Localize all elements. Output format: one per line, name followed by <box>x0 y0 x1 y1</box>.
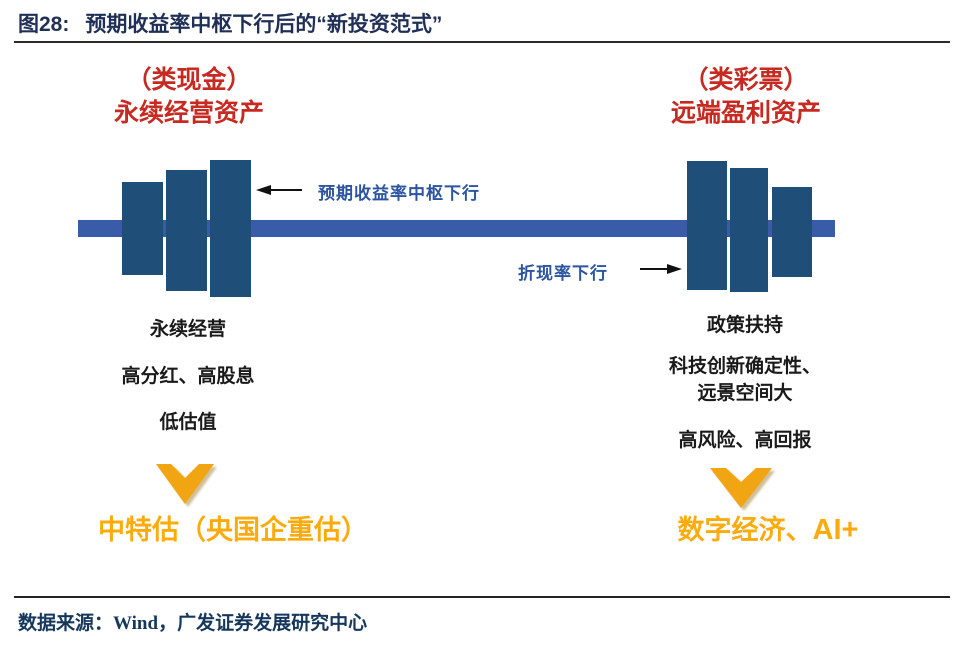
right-conclusion: 数字经济、AI+ <box>678 508 859 547</box>
right-feature-policy: 政策扶持 <box>706 315 784 336</box>
left-conclusion: 中特估（央国企重估） <box>98 515 368 545</box>
barbell-plate-left-large <box>210 160 251 297</box>
caption-underline <box>14 41 950 43</box>
right-conclusion-en: AI+ <box>812 514 859 546</box>
right-conclusion-zh: 数字经济、 <box>677 515 813 545</box>
left-asset-name: 永续经营资产 <box>113 100 264 127</box>
data-source: 数据来源：Wind，广发证券发展研究中心 <box>18 613 368 634</box>
down-chevron-icon-right <box>710 468 772 508</box>
right-asset-name: 远端盈利资产 <box>670 100 821 127</box>
right-asset-header: （类彩票） 远端盈利资产 <box>586 64 906 130</box>
left-feature-valuation: 低估值 <box>159 412 217 433</box>
right-feature-tech-line2: 远景空间大 <box>697 383 793 404</box>
figure-number: 图28: <box>18 13 70 36</box>
barbell-plate-right-medium <box>730 168 768 292</box>
barbell-plate-left-small <box>122 182 163 275</box>
left-arrow-icon <box>256 185 302 195</box>
barbell-plate-right-large <box>687 161 727 290</box>
right-feature-tech-line1: 科技创新确定性、 <box>668 356 822 377</box>
right-arrow-icon <box>640 264 682 274</box>
barbell-plate-right-small <box>772 187 812 277</box>
figure-title: 预期收益率中枢下行后的“新投资范式” <box>85 13 443 36</box>
barbell-bar <box>78 220 835 237</box>
barbell-plate-left-medium <box>166 170 207 291</box>
left-asset-tag: （类现金） <box>126 67 252 94</box>
left-asset-header: （类现金） 永续经营资产 <box>29 64 349 130</box>
expected-return-label: 预期收益率中枢下行 <box>318 184 480 203</box>
right-feature-risk: 高风险、高回报 <box>678 430 812 451</box>
left-feature-perpetual: 永续经营 <box>149 319 227 340</box>
left-feature-dividend: 高分红、高股息 <box>121 366 255 387</box>
footer-divider <box>14 596 950 598</box>
figure-caption: 图28: 预期收益率中枢下行后的“新投资范式” <box>18 8 442 38</box>
discount-rate-label: 折现率下行 <box>518 264 608 283</box>
right-asset-tag: （类彩票） <box>683 67 809 94</box>
down-chevron-icon-left <box>156 464 214 504</box>
